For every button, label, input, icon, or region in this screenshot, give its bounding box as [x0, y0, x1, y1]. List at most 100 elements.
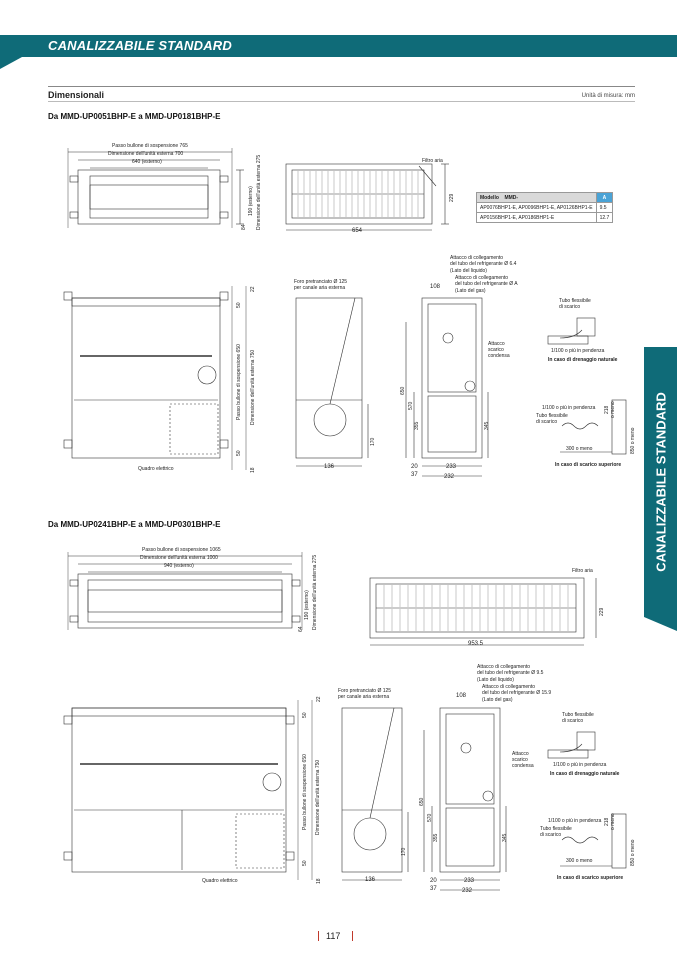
- m1-drain-pend: 1/100 o più in pendenza: [551, 348, 605, 354]
- model2-title: Da MMD-UP0241BHP-E a MMD-UP0301BHP-E: [48, 520, 221, 529]
- m1-foro2-label: per canale aria esterna: [294, 285, 346, 291]
- m2-drain-tubo2: di scarico: [562, 718, 584, 724]
- m1-model-table: Modello MMD-A AP0076BHP1-E, AP0096BHP1-E…: [476, 192, 614, 223]
- m1-plan-50b: 50: [236, 450, 242, 456]
- m1-drain-pend2: 1/100 o più in pendenza: [542, 405, 596, 411]
- m1-plan-22: 22: [250, 286, 256, 292]
- model2-plan-view: [63, 700, 313, 880]
- m2-plan-passo: Passo bullone di sospensione 650: [302, 754, 308, 830]
- m2-quadro-label: Quadro elettrico: [202, 878, 238, 884]
- m1-filtro-label: Filtro aria: [422, 158, 443, 164]
- m2-drain-meno: 300 o meno: [566, 858, 593, 864]
- m2-drain-vmax: o meno: [610, 813, 616, 830]
- m1-att1b: del tubo del refrigerante Ø 6.4: [450, 261, 517, 267]
- page-number-bar-left: [318, 931, 319, 941]
- side-tab-notch: [644, 617, 677, 631]
- m2-esterno-label: 940 (esterno): [164, 563, 194, 569]
- m2-att1c: (Lato del liquido): [477, 677, 514, 683]
- m2-v1: 190 (esterno): [304, 590, 310, 620]
- m1-v650: 650: [400, 386, 406, 395]
- m1-v1: 190 (esterno): [248, 186, 254, 216]
- m1-drain-tubo4: di scarico: [536, 419, 558, 425]
- m2-v570: 570: [427, 813, 433, 822]
- m2-drain-v850: 850 o meno: [630, 839, 636, 866]
- m2-drain-pend2: 1/100 o più in pendenza: [548, 818, 602, 824]
- table-row: AP0076BHP1-E, AP0096BHP1-E, AP0126BHP1-E…: [476, 202, 614, 213]
- m1-side-h: 170: [370, 437, 376, 446]
- m2-plan-18: 18: [316, 878, 322, 884]
- m1-plan-dim: Dimensione dell'unità esterna 750: [250, 349, 256, 425]
- m1-drain-tubo: Tubo flessibile: [559, 298, 591, 304]
- m2-v355: 355: [433, 833, 439, 842]
- header-bar: [0, 35, 677, 57]
- m1-dim-est-label: Dimensione dell'unità esterna 700: [108, 151, 184, 157]
- m1-d108: 108: [430, 284, 441, 290]
- m1-front-w: 654: [352, 228, 363, 234]
- units-note: Unità di misura: mm: [581, 93, 635, 99]
- m1-b233: 233: [446, 464, 457, 470]
- m2-d108: 108: [456, 693, 467, 699]
- model1-rear-view: [405, 297, 489, 477]
- m1-plan-50a: 50: [236, 302, 242, 308]
- section-rule-bottom: [48, 101, 635, 102]
- m1-b232: 232: [444, 474, 455, 480]
- m2-drain-sup: In caso di scarico superiore: [557, 875, 624, 881]
- m1-att2: Attacco di collegamento: [455, 275, 509, 281]
- m2-foro2-label: per canale aria esterna: [338, 694, 390, 700]
- m2-att2b: del tubo del refrigerante Ø 15.9: [482, 690, 552, 696]
- model2-drain-details: [547, 731, 627, 869]
- m2-drain-tubo: Tubo flessibile: [562, 712, 594, 718]
- m2-scarico3: condensa: [512, 763, 534, 769]
- m2-b20: 20: [430, 878, 437, 884]
- m1-drain-nat: In caso di drenaggio naturale: [548, 357, 618, 363]
- m2-att1b: del tubo del refrigerante Ø 9.5: [477, 670, 544, 676]
- m2-plan-dim: Dimensione dell'unità esterna 750: [315, 759, 321, 835]
- m1-side-w: 136: [324, 464, 335, 470]
- m1-v345: 345: [484, 421, 490, 430]
- m1-scarico3: condensa: [488, 353, 510, 359]
- m1-plan-18: 18: [250, 467, 256, 473]
- m1-drain-meno: 300 o meno: [566, 446, 593, 452]
- m2-plan-22: 22: [316, 696, 322, 702]
- m1-att1c: (Lato del liquido): [450, 268, 487, 274]
- m1-esterno-label: 640 (esterno): [132, 159, 162, 165]
- model1-front-view: [285, 163, 449, 231]
- m1-b37: 37: [411, 472, 418, 478]
- m2-front-w: 953.5: [468, 641, 484, 647]
- m2-plan-50a: 50: [302, 712, 308, 718]
- m1-front-h: 229: [449, 193, 455, 202]
- m1-scarico: Attacco: [488, 341, 505, 347]
- m2-b37: 37: [430, 886, 437, 892]
- m1-v355: 355: [414, 421, 420, 430]
- model1-top-view: [67, 148, 244, 228]
- m2-v2: Dimensione dell'unità esterna 275: [312, 554, 318, 630]
- m2-scarico2: scarico: [512, 757, 528, 763]
- m2-v650: 650: [419, 797, 425, 806]
- m1-v570: 570: [408, 401, 414, 410]
- m1-plan-passo: Passo bullone di sospensione 650: [236, 344, 242, 420]
- model2-side-view: [341, 707, 409, 881]
- m1-drain-tubo2: di scarico: [559, 304, 581, 310]
- side-tab: [644, 347, 677, 617]
- m1-drain-vmax: o meno: [610, 401, 616, 418]
- table-head-a: A: [595, 192, 614, 203]
- m1-drain-tubo3: Tubo flessibile: [536, 413, 568, 419]
- page-number: 117: [326, 931, 341, 941]
- model1-side-view: [295, 297, 369, 467]
- m2-filtro-label: Filtro aria: [572, 568, 593, 574]
- m1-b20: 20: [411, 464, 418, 470]
- m2-drain-tubo3: Tubo flessibile: [540, 826, 572, 832]
- m1-foro-label: Foro pretranciato Ø 125: [294, 279, 348, 285]
- m2-front-h: 229: [599, 607, 605, 616]
- m2-plan-50b: 50: [302, 860, 308, 866]
- section-title: Dimensionali: [48, 90, 105, 100]
- m2-drain-nat: In caso di drenaggio naturale: [550, 771, 620, 777]
- m1-drain-sup: In caso di scarico superiore: [555, 462, 622, 468]
- m2-side-w: 136: [365, 877, 376, 883]
- page-header-title: CANALIZZABILE STANDARD: [48, 38, 232, 53]
- m2-att1: Attacco di collegamento: [477, 664, 531, 670]
- m2-att2c: (Lato del gas): [482, 697, 513, 703]
- table-head-modello: Modello MMD-: [476, 192, 597, 203]
- m1-drain-v850: 850 o meno: [630, 427, 636, 454]
